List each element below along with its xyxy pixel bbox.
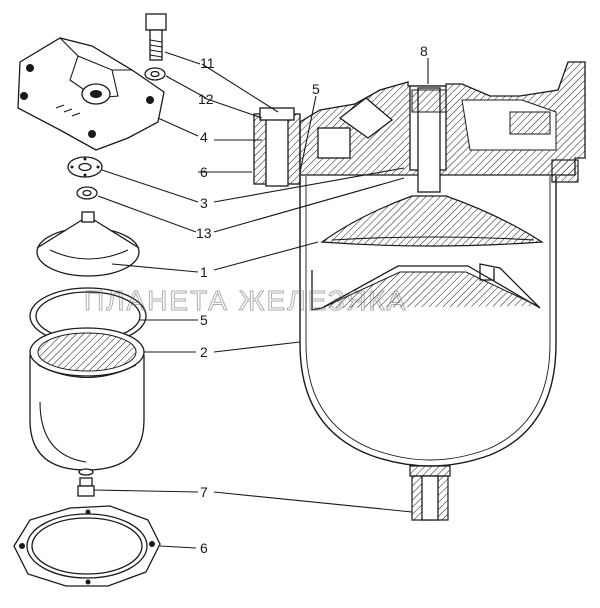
filter-bowl: [29, 327, 145, 476]
leader-lines: [93, 51, 429, 549]
callout-5-mid: 5: [200, 312, 208, 328]
lock-washer: [144, 67, 166, 81]
gasket: [67, 156, 103, 178]
filter-cover: [17, 37, 165, 151]
clamp-ring: [13, 505, 161, 587]
drain-plug: [77, 477, 95, 497]
callout-11: 11: [200, 55, 215, 71]
callout-6-top: 6: [200, 164, 208, 180]
callout-3: 3: [200, 195, 208, 211]
callout-1: 1: [200, 264, 208, 280]
callout-2: 2: [200, 344, 208, 360]
callout-4: 4: [200, 129, 208, 145]
reflector-cone: [36, 211, 140, 277]
callout-12: 12: [198, 91, 214, 107]
o-ring: [29, 287, 147, 345]
callout-13: 13: [196, 225, 212, 241]
callout-5-top: 5: [312, 81, 320, 97]
sealing-washer: [76, 186, 98, 200]
callout-8: 8: [420, 43, 428, 59]
callout-6-bottom: 6: [200, 540, 208, 556]
watermark-text: ПЛАНЕТА ЖЕЛЕЗЯКА: [84, 285, 407, 316]
assembled-section-view: [253, 61, 586, 521]
bolt: [145, 13, 167, 61]
callout-7: 7: [200, 484, 208, 500]
